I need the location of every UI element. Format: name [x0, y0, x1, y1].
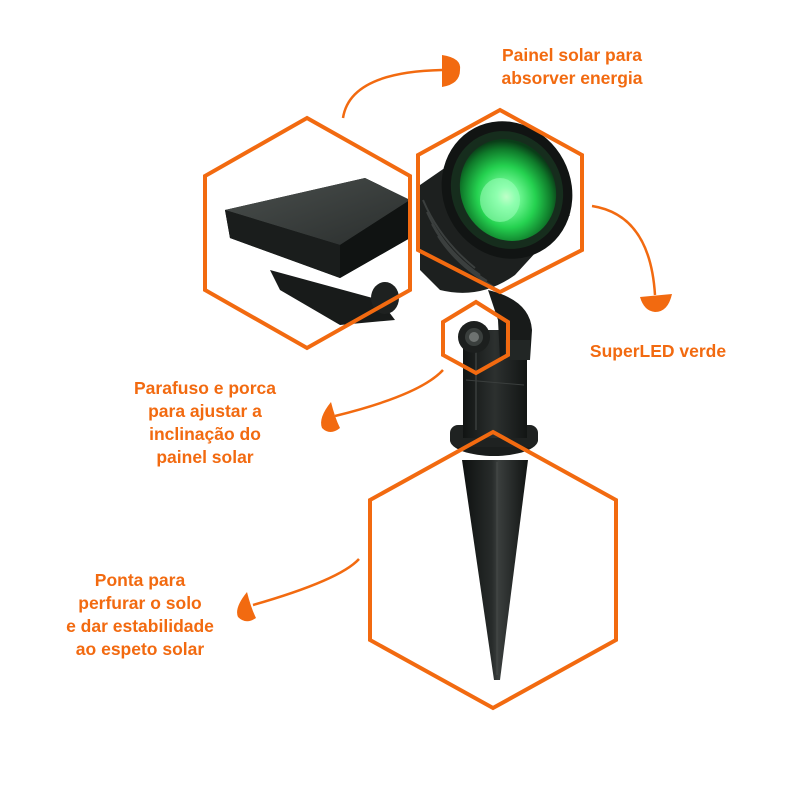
arrow-led [591, 204, 672, 312]
arrowhead-semicircle-icon [640, 294, 672, 312]
callout-line: SuperLED verde [589, 341, 727, 361]
callout-line: para ajustar a [148, 401, 262, 421]
callout-line: e dar estabilidade [66, 616, 214, 636]
callout-line: absorver energia [501, 68, 643, 88]
screw-nut [458, 321, 490, 353]
callout-line: Painel solar para [501, 45, 643, 65]
solar-panel [225, 178, 410, 325]
callout-line: Ponta para [94, 570, 186, 590]
arrowhead-teardrop-icon [321, 402, 340, 432]
arrowhead-semicircle-icon [442, 55, 461, 87]
callout-spike: Ponta para perfurar o solo e dar estabil… [40, 569, 240, 661]
arrowhead-teardrop-icon [237, 592, 256, 622]
arrow-screw [321, 369, 444, 432]
spike [462, 460, 528, 680]
arrow-spike [237, 558, 360, 622]
callout-line: inclinação do [149, 424, 261, 444]
callout-line: painel solar [156, 447, 254, 467]
callout-line: ao espeto solar [75, 639, 205, 659]
hex-frame-screw [441, 299, 510, 376]
arrow-solar-panel [341, 55, 461, 119]
hex-frame-solar-panel [203, 115, 412, 351]
led-head [420, 121, 573, 293]
hex-frame-spike [368, 429, 618, 711]
callout-led: SuperLED verde [568, 340, 748, 363]
hex-frame-led [416, 107, 584, 295]
callout-screw: Parafuso e porca para ajustar a inclinaç… [100, 377, 310, 469]
callout-solar-panel: Painel solar para absorver energia [472, 44, 672, 90]
callout-line: perfurar o solo [78, 593, 202, 613]
callout-line: Parafuso e porca [134, 378, 276, 398]
